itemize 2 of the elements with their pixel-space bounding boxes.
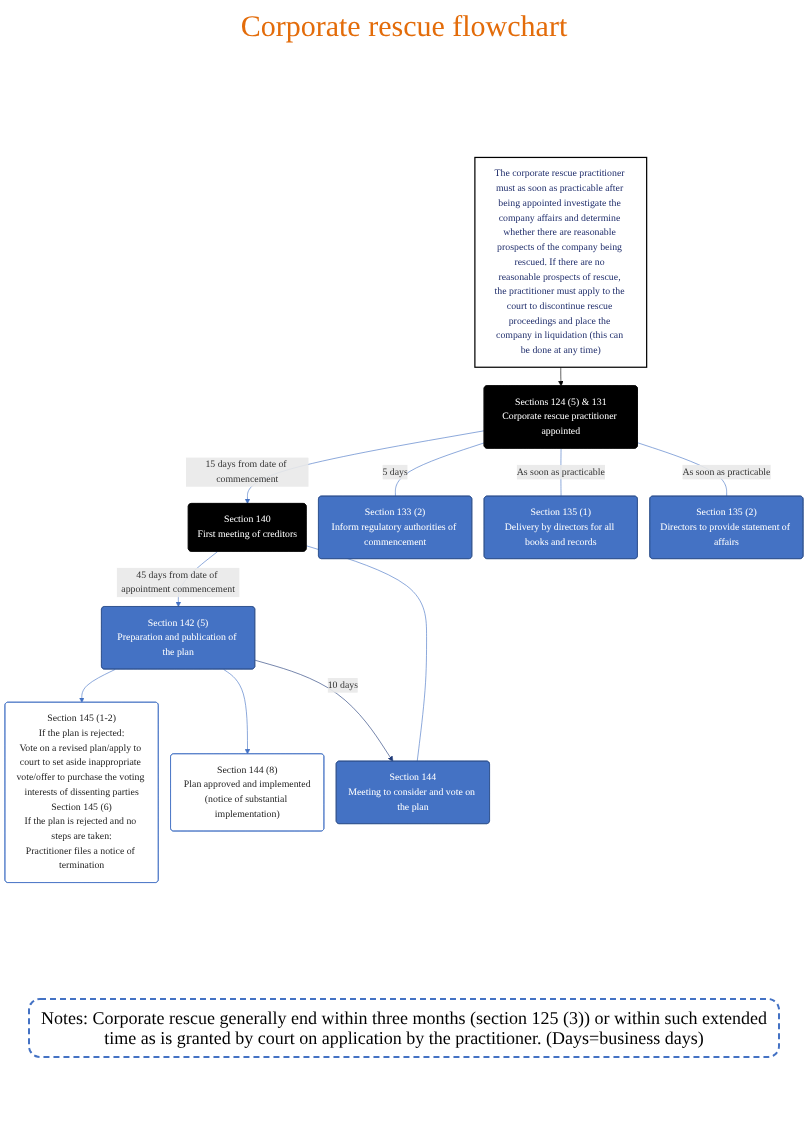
note-text: Notes: Corporate rescue generally end within three months (section 125 (3)) or within such extended time as is granted by court on application by the practitioner. (Days=business days): [28, 998, 780, 1058]
diagram-title: Corporate rescue flowchart: [238, 12, 570, 46]
